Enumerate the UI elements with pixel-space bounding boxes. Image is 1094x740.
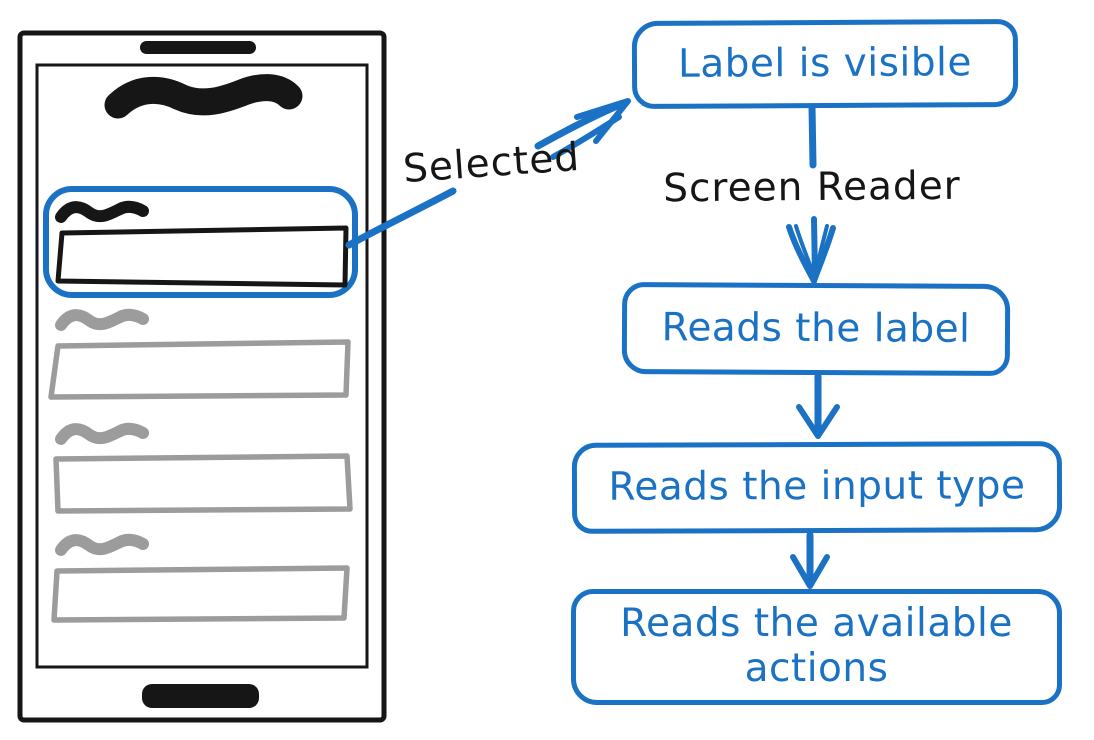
callout-arrowhead	[574, 98, 631, 144]
selected-field-input-box	[55, 225, 349, 288]
arrow-input-type-to-actions	[790, 531, 830, 589]
flow-node-reads-the-available-actions: Reads the available actions	[571, 589, 1062, 705]
arrow-head	[796, 404, 840, 439]
arrow-shaft-lower	[811, 216, 818, 279]
arrow-reads-label-to-input-type	[796, 372, 840, 439]
arrow-head-right-barb-2	[813, 224, 829, 280]
form-field-inactive-1	[48, 315, 351, 400]
form-field-inactive-2	[53, 429, 353, 514]
flow-node-reads-the-input-type: Reads the input type	[571, 441, 1063, 534]
field-input-box	[51, 565, 350, 623]
form-title-scribble	[104, 74, 303, 119]
flow-node-reads-the-label: Reads the label	[621, 281, 1011, 377]
phone-speaker-bar	[140, 41, 256, 54]
arrow-head-left-barb	[786, 224, 817, 284]
arrow-head	[790, 554, 830, 589]
field-input-box	[53, 453, 353, 514]
form-field-inactive-3	[51, 540, 350, 623]
phone-home-button	[142, 684, 259, 708]
screen-reader-edge-label: Screen Reader	[663, 163, 961, 212]
arrow-shaft-upper	[808, 102, 817, 169]
flow-node-label-is-visible: Label is visible	[631, 18, 1019, 110]
form-field-selected	[43, 186, 358, 298]
phone-mockup	[17, 30, 387, 723]
field-input-box	[48, 339, 351, 400]
selected-callout-arrow	[345, 98, 631, 249]
arrow-label-to-reads-label	[786, 102, 836, 284]
callout-segment-lower	[345, 187, 457, 249]
phone-screen	[35, 63, 369, 669]
